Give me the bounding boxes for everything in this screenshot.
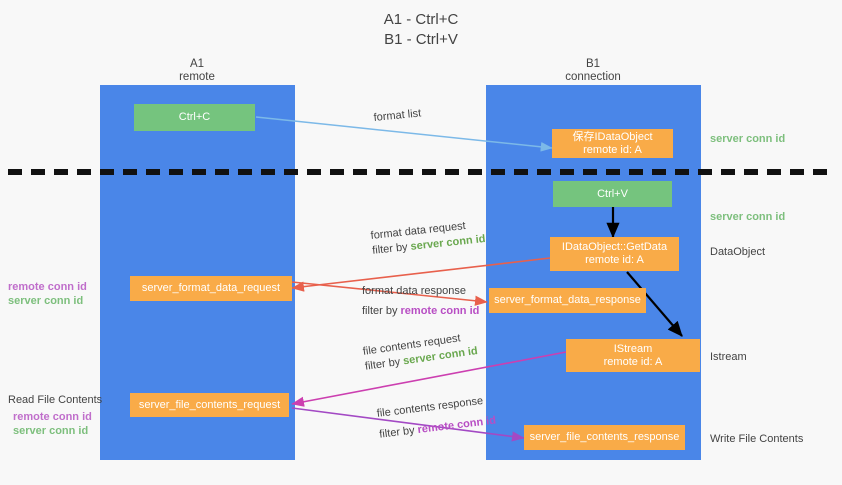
filter-prefix: filter by [362, 305, 401, 317]
node-save-idataobject-line1: 保存IDataObject [572, 130, 653, 143]
filter-value-remote-conn-id: remote conn id [400, 305, 480, 317]
node-server-format-data-response-label: server_format_data_response [494, 294, 641, 306]
node-server-format-data-response[interactable]: server_format_data_response [489, 288, 646, 313]
title-line-1: A1 - Ctrl+C [383, 11, 459, 28]
lane-header-a1-name: A1 [189, 58, 205, 70]
lane-header-a1-sub: remote [179, 71, 215, 83]
lane-header-b1-name: B1 [585, 58, 601, 70]
node-server-file-contents-response-label: server_file_contents_response [529, 431, 680, 443]
edge-label-format-data-response-title: format data response [362, 285, 466, 297]
node-server-file-contents-request-label: server_file_contents_request [138, 398, 281, 411]
filter-prefix: filter by [364, 355, 405, 373]
lane-header-b1-sub: connection [565, 71, 621, 83]
filter-prefix: filter by [371, 240, 412, 257]
node-save-idataobject[interactable]: 保存IDataObject remote id: A [552, 129, 673, 158]
node-ctrl-v[interactable]: Ctrl+V [553, 181, 672, 207]
annotation-server-conn-id-second: server conn id [710, 211, 786, 223]
node-istream-line1: IStream [613, 342, 653, 355]
node-ctrl-c-label: Ctrl+C [178, 111, 211, 123]
node-server-file-contents-request[interactable]: server_file_contents_request [130, 393, 289, 417]
node-idataobject-getdata-line2: remote id: A [585, 254, 644, 266]
annotation-left-remote-conn-id-1: remote conn id [8, 281, 87, 293]
edge-label-file-contents-request: file contents request filter by server c… [362, 329, 479, 375]
edge-label-format-data-request: format data request filter by server con… [370, 217, 486, 259]
filter-value-remote-conn-id: remote conn id [416, 414, 497, 437]
lane-header-a1: A1 remote [97, 58, 297, 84]
node-idataobject-getdata[interactable]: IDataObject::GetData remote id: A [550, 237, 679, 271]
node-server-format-data-request-label: server_format_data_request [141, 282, 281, 294]
edge-label-format-list-text: format list [373, 107, 422, 124]
edge-label-format-list: format list [373, 106, 422, 126]
annotation-read-file-contents: Read File Contents [8, 394, 103, 406]
lane-header-b1: B1 connection [493, 58, 693, 84]
title-line-2: B1 - Ctrl+V [384, 31, 458, 48]
annotation-left-server-conn-id-1: server conn id [8, 295, 84, 307]
edge-label-file-contents-response: file contents response filter by remote … [376, 393, 497, 443]
node-ctrl-v-label: Ctrl+V [597, 187, 628, 200]
annotation-server-conn-id-top: server conn id [710, 133, 786, 145]
page-title: A1 - Ctrl+C B1 - Ctrl+V [0, 10, 842, 50]
edge-label-format-data-response: format data response filter by remote co… [362, 284, 479, 319]
node-save-idataobject-line2: remote id: A [583, 143, 642, 156]
annotation-write-file-contents: Write File Contents [710, 433, 804, 445]
node-ctrl-c[interactable]: Ctrl+C [134, 104, 255, 131]
annotation-left-server-conn-id-2: server conn id [13, 425, 89, 437]
filter-prefix: filter by [378, 424, 419, 441]
node-idataobject-getdata-line1: IDataObject::GetData [561, 241, 668, 253]
edge-label-format-data-response-filter: filter by remote conn id [362, 304, 479, 319]
node-istream[interactable]: IStream remote id: A [566, 339, 700, 372]
node-server-file-contents-response[interactable]: server_file_contents_response [524, 425, 685, 450]
node-server-format-data-request[interactable]: server_format_data_request [130, 276, 292, 301]
annotation-istream: Istream [710, 351, 747, 363]
annotation-dataobject: DataObject [710, 246, 766, 258]
node-istream-line2: remote id: A [603, 355, 663, 368]
annotation-left-remote-conn-id-2: remote conn id [13, 411, 92, 423]
